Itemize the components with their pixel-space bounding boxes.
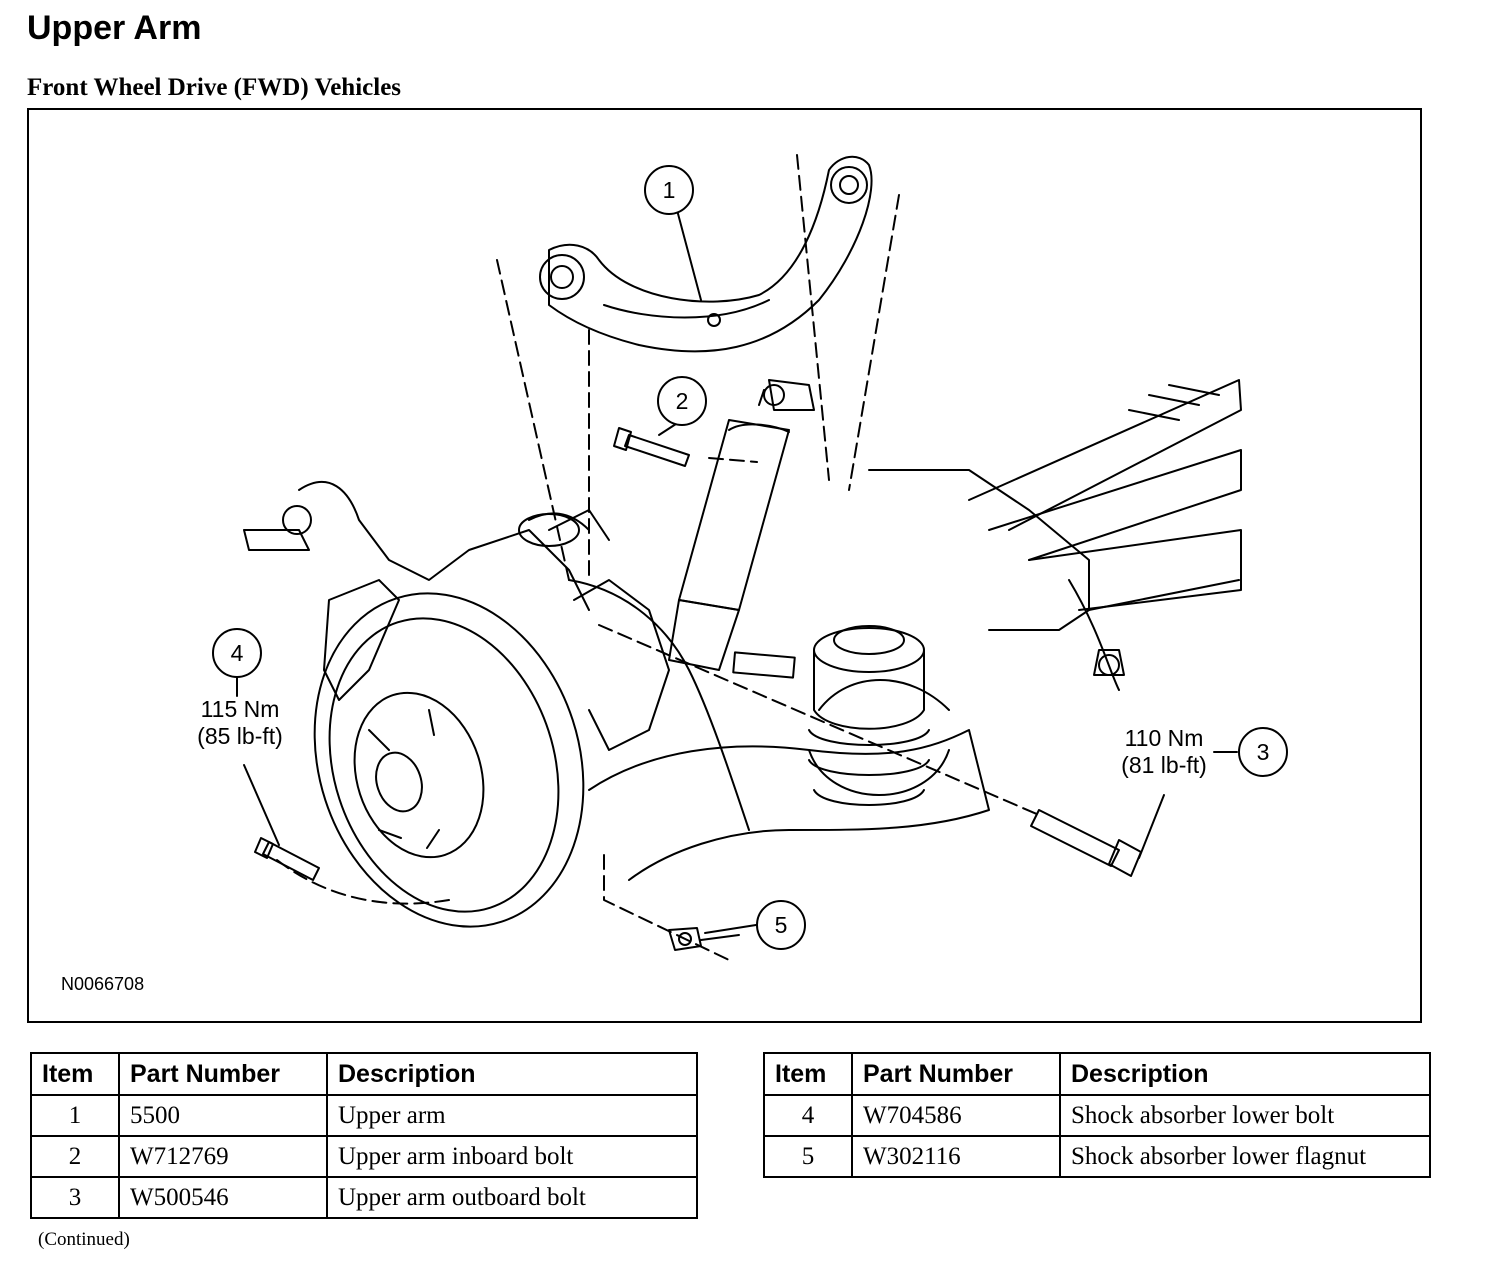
cell-item: 1 [30, 1094, 120, 1137]
parts-table-left: Item Part Number Description 1 5500 Uppe… [30, 1052, 698, 1219]
table-header-row: Item Part Number Description [763, 1052, 1431, 1096]
cell-description: Shock absorber lower flagnut [1059, 1135, 1431, 1178]
parts-table-right: Item Part Number Description 4 W704586 S… [763, 1052, 1431, 1178]
fasteners-drawing [254, 427, 1142, 951]
callout-3-torque-lbft: (81 lb-ft) [1121, 752, 1207, 778]
cell-item: 4 [763, 1094, 853, 1137]
cell-part-number: 5500 [118, 1094, 328, 1137]
lower-arm-drawing [588, 625, 1125, 881]
upper-arm-drawing [539, 155, 873, 353]
callout-3-torque-nm: 110 Nm [1125, 725, 1204, 751]
knuckle-drawing [243, 480, 750, 831]
cell-part-number: W704586 [851, 1094, 1061, 1137]
header-item: Item [30, 1052, 120, 1096]
section-title: Front Wheel Drive (FWD) Vehicles [27, 74, 402, 101]
table-row: 4 W704586 Shock absorber lower bolt [763, 1094, 1431, 1137]
callout-3: 3 110 Nm (81 lb-ft) [1121, 725, 1288, 778]
cell-part-number: W500546 [118, 1176, 328, 1219]
callout-4-torque-nm: 115 Nm [201, 696, 280, 722]
cell-description: Upper arm [326, 1094, 698, 1137]
callout-3-number: 3 [1257, 739, 1270, 765]
callout-2: 2 [657, 376, 707, 426]
suspension-illustration: 1 2 3 110 Nm (81 lb-ft) 4 115 Nm (85 lb-… [197, 154, 1288, 961]
continued-note: (Continued) [38, 1229, 130, 1250]
callout-4-number: 4 [231, 640, 244, 666]
table-row: 2 W712769 Upper arm inboard bolt [30, 1135, 698, 1178]
callout-leaders [236, 209, 1238, 934]
cell-part-number: W302116 [851, 1135, 1061, 1178]
header-description: Description [326, 1052, 698, 1096]
figure-code: N0066708 [61, 974, 145, 994]
header-description: Description [1059, 1052, 1431, 1096]
cell-item: 5 [763, 1135, 853, 1178]
cell-item: 3 [30, 1176, 120, 1219]
cell-item: 2 [30, 1135, 120, 1178]
table-row: 1 5500 Upper arm [30, 1094, 698, 1137]
cell-part-number: W712769 [118, 1135, 328, 1178]
header-part-number: Part Number [118, 1052, 328, 1096]
table-row: 3 W500546 Upper arm outboard bolt [30, 1176, 698, 1219]
callout-4: 4 115 Nm (85 lb-ft) [197, 628, 283, 749]
callout-1-number: 1 [663, 177, 676, 203]
callout-4-torque-lbft: (85 lb-ft) [197, 723, 283, 749]
callout-5: 5 [756, 900, 806, 950]
table-header-row: Item Part Number Description [30, 1052, 698, 1096]
header-part-number: Part Number [851, 1052, 1061, 1096]
table-row: 5 W302116 Shock absorber lower flagnut [763, 1135, 1431, 1178]
cell-description: Upper arm outboard bolt [326, 1176, 698, 1219]
crossmember-drawing [868, 379, 1242, 691]
brake-rotor-drawing [313, 579, 585, 928]
assembly-lines [276, 154, 1040, 961]
callout-2-number: 2 [676, 388, 689, 414]
cell-description: Shock absorber lower bolt [1059, 1094, 1431, 1137]
suspension-diagram: 1 2 3 110 Nm (81 lb-ft) 4 115 Nm (85 lb-… [27, 108, 1422, 1023]
callout-5-number: 5 [775, 912, 788, 938]
callout-1: 1 [644, 165, 694, 215]
page-title: Upper Arm [27, 9, 202, 47]
cell-description: Upper arm inboard bolt [326, 1135, 698, 1178]
shock-absorber-drawing [668, 379, 815, 679]
header-item: Item [763, 1052, 853, 1096]
